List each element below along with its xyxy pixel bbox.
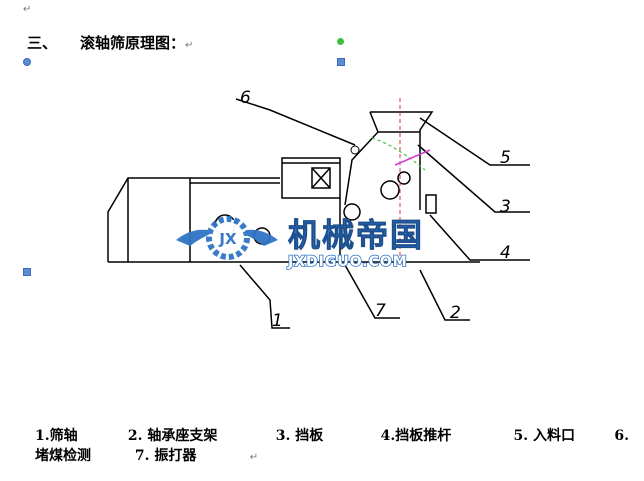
callout-label-3: 3 — [500, 197, 511, 217]
paragraph-mark: ↵ — [185, 40, 194, 51]
legend-item: 1.筛轴 — [35, 428, 78, 444]
parts-legend: 1.筛轴 2. 轴承座支架 3. 挡板 4.挡板推杆 5. 入料口 6. 堵煤检… — [35, 426, 629, 468]
legend-item: 5. 入料口 — [513, 428, 576, 444]
legend-item: 6. — [614, 428, 629, 444]
watermark-logo: JX — [176, 216, 278, 260]
vibrator-icon — [350, 145, 360, 155]
heading-number: 三、 — [27, 34, 58, 52]
heading-text: 滚轴筛原理图： — [80, 34, 186, 52]
legend-item: 3. 挡板 — [275, 428, 324, 444]
watermark-subtext: JXDIGUO.COM — [287, 254, 408, 270]
section-heading: 三、 滚轴筛原理图：↵ — [27, 32, 193, 53]
legend-item: 7. 振打器 — [134, 448, 197, 464]
baffle-trajectory — [371, 137, 426, 171]
legend-row: 1.筛轴 2. 轴承座支架 3. 挡板 4.挡板推杆 5. 入料口 6. — [35, 426, 629, 446]
selection-handle[interactable] — [337, 58, 345, 66]
legend-row: 堵煤检测 7. 振打器 ↵ — [35, 446, 625, 468]
logo-letters: JX — [218, 230, 237, 248]
callout-label-2: 2 — [450, 303, 461, 323]
callout-label-5: 5 — [500, 148, 511, 168]
baffle-plate — [394, 149, 431, 166]
callout-label-1: 1 — [272, 311, 283, 331]
paragraph-mark: ↵ — [249, 452, 259, 463]
legend-item: 堵煤检测 — [35, 448, 91, 464]
selection-handle[interactable] — [337, 38, 344, 45]
legend-item: 2. 轴承座支架 — [127, 428, 218, 444]
callout-label-7: 7 — [375, 301, 386, 321]
callout-label-4: 4 — [500, 243, 511, 263]
anchor-handle[interactable] — [23, 58, 31, 66]
machine-outline — [107, 98, 530, 329]
callout-label-6: 6 — [240, 88, 251, 108]
watermark-text: 机械帝国 — [288, 216, 424, 254]
selection-handle[interactable] — [23, 268, 31, 276]
paragraph-mark: ↵ — [23, 4, 32, 15]
legend-item: 4.挡板推杆 — [380, 428, 452, 444]
